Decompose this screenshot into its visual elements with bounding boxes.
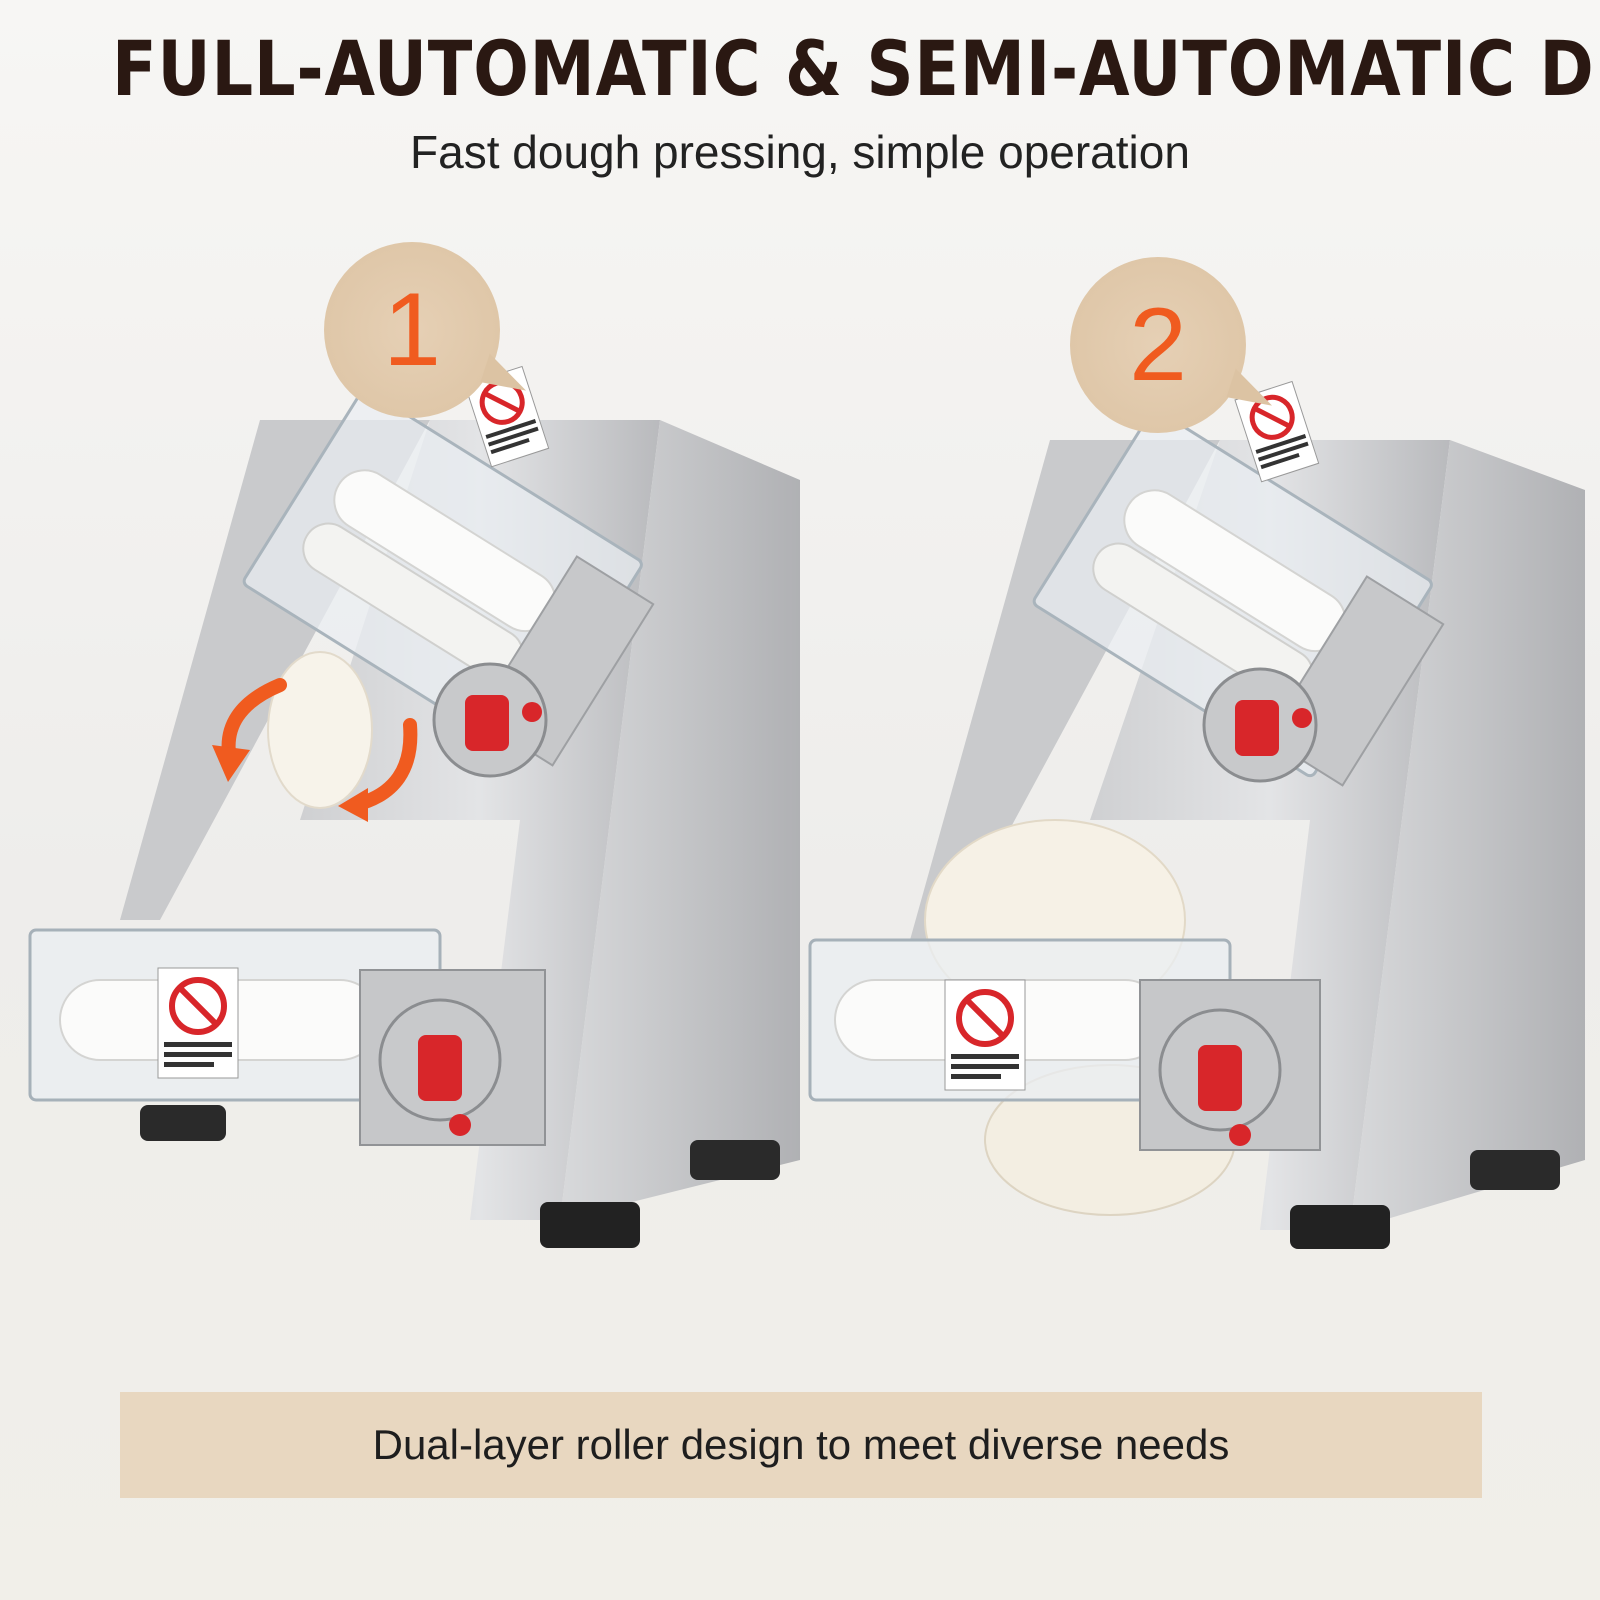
no-hand-icon xyxy=(944,979,1026,1091)
no-hand-icon xyxy=(464,365,550,468)
thickness-knob-lower[interactable] xyxy=(378,998,502,1136)
foot xyxy=(1290,1205,1390,1249)
subheadline: Fast dough pressing, simple operation xyxy=(410,126,1190,178)
mode-1-badge: 1 xyxy=(324,242,500,418)
feature-banner: Dual-layer roller design to meet diverse… xyxy=(120,1392,1482,1498)
no-hand-icon xyxy=(157,967,239,1079)
thickness-knob-upper[interactable] xyxy=(1202,667,1318,783)
foot xyxy=(690,1140,780,1180)
foot xyxy=(140,1105,226,1141)
machine-side-panel xyxy=(1350,440,1585,1230)
rotation-arrows-icon xyxy=(212,678,418,822)
dough-roller-machine-2 xyxy=(808,380,1585,1249)
headline: FULL-AUTOMATIC & SEMI-AUTOMATIC DESIGN xyxy=(112,24,1600,113)
thickness-knob-lower[interactable] xyxy=(1158,1008,1282,1146)
thickness-knob-upper[interactable] xyxy=(432,662,548,778)
foot xyxy=(1470,1150,1560,1190)
upper-roller-assembly xyxy=(242,388,655,767)
foot xyxy=(540,1202,640,1248)
machine-side-panel xyxy=(560,420,800,1220)
dough-disk xyxy=(267,651,373,809)
mode-2-badge: 2 xyxy=(1070,257,1246,433)
dough-roller-machine-1 xyxy=(28,365,800,1248)
